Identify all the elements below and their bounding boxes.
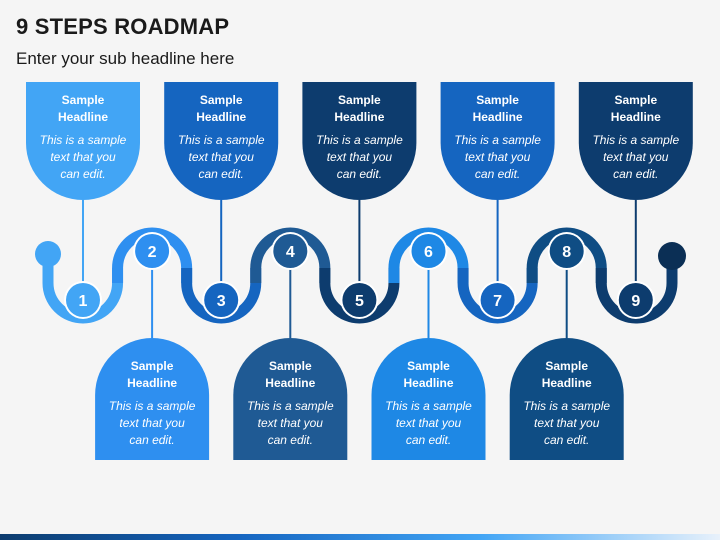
card-body-text: text that you: [189, 150, 255, 164]
card-headline: Headline: [127, 376, 177, 390]
card-body-text: can edit.: [544, 433, 589, 447]
card-headline: Headline: [196, 110, 246, 124]
step-node-6: 6: [409, 232, 448, 270]
card-body-text: text that you: [465, 150, 531, 164]
step-number: 5: [355, 293, 364, 310]
card-shape: [371, 338, 486, 460]
card-body-text: text that you: [327, 150, 393, 164]
card-headline: Sample: [545, 359, 588, 373]
card-body-text: This is a sample: [385, 399, 472, 413]
node-circle: [411, 234, 446, 268]
node-circle: [273, 234, 308, 268]
card-shape: [509, 338, 624, 460]
card-body-text: This is a sample: [40, 133, 127, 147]
card-headline: Sample: [407, 359, 450, 373]
node-circle: [342, 283, 377, 317]
step-number: 8: [562, 244, 571, 261]
card-shape: [302, 82, 417, 200]
card-shape: [440, 82, 555, 200]
card-body-text: text that you: [396, 416, 462, 430]
node-circle: [549, 234, 584, 268]
node-circle: [135, 234, 170, 268]
step-nodes: 1 2 3 4 5 6 7 8 9: [64, 232, 655, 319]
card-headline: Sample: [476, 93, 519, 107]
card-body-text: can edit.: [268, 433, 313, 447]
node-circle: [480, 283, 515, 317]
card-body-text: can edit.: [199, 167, 244, 181]
card-body-text: can edit.: [337, 167, 382, 181]
page-title: 9 STEPS ROADMAP: [16, 14, 230, 39]
card-body-text: text that you: [50, 150, 116, 164]
card-headline: Sample: [269, 359, 312, 373]
node-circle: [66, 283, 100, 317]
card-headline: Sample: [62, 93, 105, 107]
step-node-1: 1: [64, 281, 102, 319]
card-body-text: This is a sample: [523, 399, 610, 413]
step-number: 9: [631, 293, 640, 310]
card-body-text: can edit.: [129, 433, 174, 447]
card-shape: [95, 338, 210, 460]
card-body-text: can edit.: [60, 167, 105, 181]
step-number: 4: [286, 244, 295, 261]
card-body-text: This is a sample: [178, 133, 265, 147]
card-body-text: This is a sample: [316, 133, 403, 147]
step-number: 6: [424, 244, 433, 261]
card-headline: Sample: [200, 93, 243, 107]
card-body-text: This is a sample: [247, 399, 334, 413]
card-headline: Headline: [542, 376, 592, 390]
card-body-text: This is a sample: [109, 399, 196, 413]
step-node-7: 7: [478, 281, 517, 319]
card-body-text: text that you: [603, 150, 669, 164]
card-headline: Headline: [611, 110, 661, 124]
card-body-text: This is a sample: [592, 133, 679, 147]
card-shape: [233, 338, 348, 460]
step-node-5: 5: [340, 281, 379, 319]
step-node-4: 4: [271, 232, 310, 270]
card-body-text: can edit.: [475, 167, 520, 181]
step-node-8: 8: [547, 232, 586, 270]
card-body-text: can edit.: [613, 167, 658, 181]
step-number: 2: [148, 244, 157, 261]
card-headline: Sample: [614, 93, 657, 107]
step-node-9: 9: [616, 281, 655, 319]
card-headline: Sample: [338, 93, 381, 107]
step-number: 7: [493, 293, 502, 310]
card-headline: Headline: [403, 376, 453, 390]
step-node-2: 2: [133, 232, 172, 270]
card-shape: [164, 82, 279, 201]
card-body-text: text that you: [258, 416, 324, 430]
card-headline: Headline: [473, 110, 523, 124]
page-subtitle: Enter your sub headline here: [16, 49, 235, 68]
step-number: 1: [79, 293, 88, 310]
step-node-3: 3: [202, 281, 241, 319]
footer-accent-bar: [0, 534, 720, 540]
card-body-text: text that you: [119, 416, 185, 430]
card-headline: Sample: [131, 359, 174, 373]
card-headline: Headline: [334, 110, 384, 124]
node-circle: [618, 283, 653, 317]
card-body-text: can edit.: [406, 433, 451, 447]
card-body-text: This is a sample: [454, 133, 541, 147]
step-number: 3: [217, 293, 226, 310]
card-headline: Headline: [265, 376, 315, 390]
end-dot: [658, 242, 686, 270]
node-circle: [204, 283, 239, 317]
card-shape: [578, 82, 693, 200]
card-headline: Headline: [58, 110, 108, 124]
card-body-text: text that you: [534, 416, 600, 430]
connector-lines: [82, 200, 637, 338]
start-dot: [35, 241, 61, 267]
card-shape: [26, 82, 140, 200]
